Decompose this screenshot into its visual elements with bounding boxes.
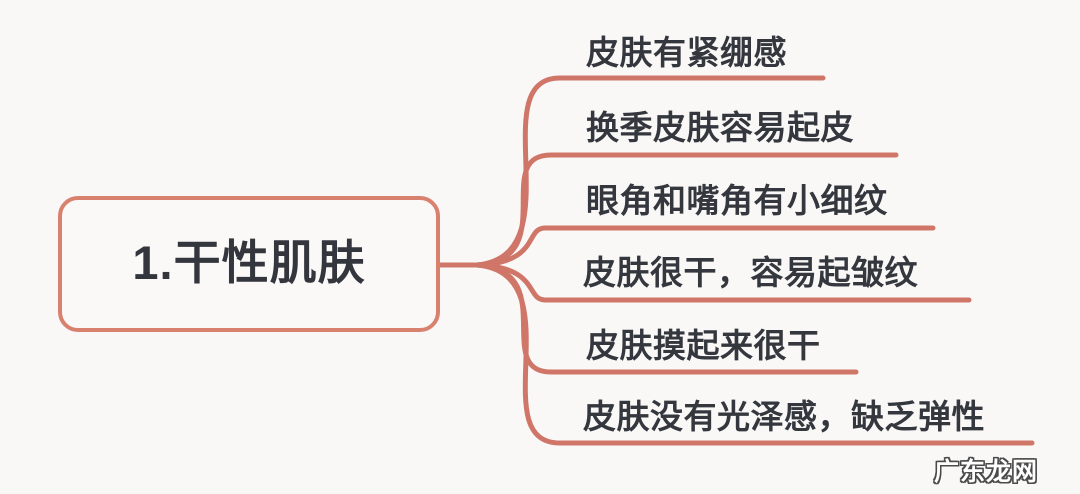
branch-label-6[interactable]: 皮肤没有光泽感，缺乏弹性 — [583, 398, 985, 435]
root-node[interactable]: 1.干性肌肤 — [58, 196, 440, 332]
branch-label-3[interactable]: 眼角和嘴角有小细纹 — [586, 182, 888, 219]
branch-label-5[interactable]: 皮肤摸起来很干 — [586, 327, 821, 364]
branch-label-4[interactable]: 皮肤很干，容易起皱纹 — [583, 254, 918, 291]
branch-connector-2 — [474, 152, 899, 268]
branch-label-1[interactable]: 皮肤有紧绷感 — [586, 34, 787, 71]
branch-connector-1 — [474, 75, 826, 268]
branch-label-2[interactable]: 换季皮肤容易起皮 — [586, 109, 854, 146]
branch-connector-3 — [474, 225, 936, 268]
watermark: 广东龙网 — [934, 458, 1039, 486]
root-node-label: 1.干性肌肤 — [132, 235, 366, 289]
branch-connector-6 — [474, 262, 1035, 446]
